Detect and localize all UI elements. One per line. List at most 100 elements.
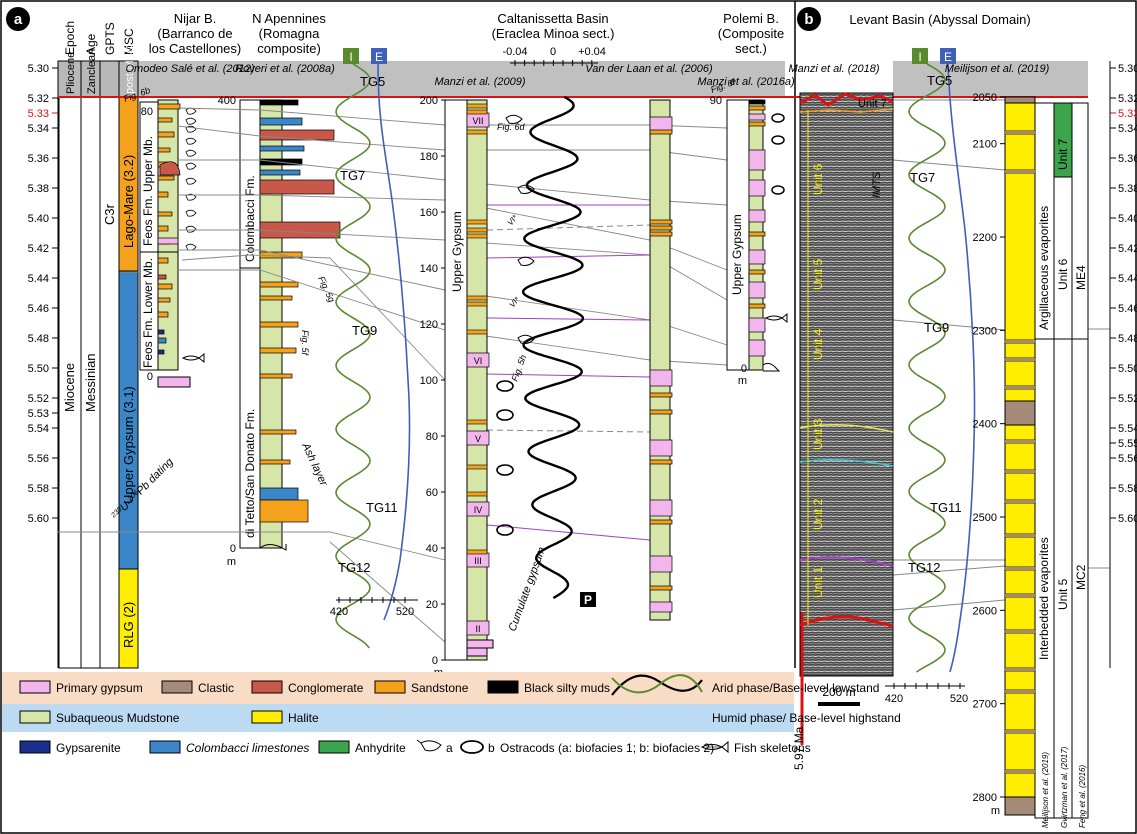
right-time-tick-label: 5.46 (1118, 303, 1137, 315)
svg-text:Black silty muds: Black silty muds (524, 681, 610, 695)
svg-text:0: 0 (550, 46, 556, 58)
right-time-tick-label: 5.30 (1118, 63, 1137, 75)
curve-a-badge-i: I (343, 48, 359, 64)
svg-text:Gypsarenite: Gypsarenite (56, 741, 121, 755)
depth-tick-label: 200 (420, 95, 438, 107)
caltanissetta-ref-manzi: Manzi et al. (2009) (434, 76, 525, 88)
depth-tick-label: 60 (426, 487, 438, 499)
zone-me4: ME4 (1074, 265, 1088, 290)
curve-a-axis: 420 520 (330, 597, 418, 618)
polemi-tick-m: m (738, 375, 747, 387)
curve-b-axis: 420 520 (885, 683, 968, 705)
caltanissetta-unit: Upper Gypsum (450, 211, 464, 292)
nijar-tick-0: 0 (147, 371, 153, 383)
curve-b-insolation (908, 63, 946, 673)
apennines-reference: Roveri et al. (2008a) (235, 63, 335, 75)
legend-anhydrite: Anhydrite (318, 740, 406, 755)
nijar-ostracod-icons (185, 107, 197, 251)
tg-label: TG11 (930, 500, 962, 515)
caltanissetta-depth-axis: 200180160140120100806040200m (420, 95, 445, 679)
legend-ostracods: Ostracods (a: biofacies 1; b: biofacies … (500, 741, 714, 755)
cycle-label: II (475, 624, 480, 634)
time-tick-label: 5.60 (28, 513, 49, 525)
legend-mudstone: Subaqueous Mudstone (19, 710, 180, 725)
legend-conglomerate: Conglomerate (251, 680, 364, 695)
imts-label: IMTS (871, 171, 883, 198)
left-time-axis: 5.305.325.335.345.365.385.405.425.445.46… (28, 61, 59, 668)
right-time-tick-label: 5.34 (1118, 123, 1137, 135)
apennines-di-tetto: di Tetto/San Donato Fm. (243, 409, 257, 538)
zone-unit-7: Unit 7 (1056, 138, 1070, 170)
depth-tick-label: 120 (420, 319, 438, 331)
apennines-tick-m: m (227, 556, 236, 568)
svg-text:(Eraclea Minoa sect.): (Eraclea Minoa sect.) (492, 26, 615, 41)
seismic-unit-label: Unit 3 (811, 418, 825, 450)
cycle-label: VII (472, 116, 483, 126)
nijar-tick-80: 80 (141, 106, 153, 118)
depth-tick-label: 2050 (973, 92, 997, 104)
seismic-reference: Manzi et al. (2018) (788, 63, 879, 75)
svg-text:b: b (488, 741, 495, 755)
legend-primary-gypsum: Primary gypsum (19, 680, 143, 695)
time-tick-label: 5.38 (28, 183, 49, 195)
bottom-references: Meilijson et al. (2019) Gvirtzman et al.… (1041, 746, 1087, 828)
polemi-reference: Manzi et al. (2016a) (697, 76, 795, 88)
svg-text:Subaqueous Mudstone: Subaqueous Mudstone (56, 711, 180, 725)
zone-interbedded: Interbedded evaporites (1037, 537, 1051, 660)
apennines-tick-0: 0 (230, 543, 236, 555)
tg-label: TG9 (924, 320, 949, 335)
seismic-unit-label: Unit 2 (811, 498, 825, 530)
depth-tick-label: 20 (426, 599, 438, 611)
header-gpts: GPTS (103, 22, 117, 55)
right-time-tick-label: 5.58 (1118, 483, 1137, 495)
depth-tick-label: 2600 (973, 605, 997, 617)
time-tick-label: 5.54 (28, 423, 49, 435)
vanderlaan-column (649, 99, 671, 621)
svg-text:(Romagna: (Romagna (259, 26, 320, 41)
tg-label: TG5 (927, 73, 952, 88)
legend-humid: Humid phase/ Base-level highstand (712, 711, 901, 725)
svg-text:a: a (14, 11, 23, 28)
header-band-b (893, 61, 1088, 97)
tg-label: TG7 (340, 168, 365, 183)
depth-tick-label: 160 (420, 207, 438, 219)
msc-rlg: RLG (2) (121, 602, 136, 648)
svg-text:b: b (804, 11, 813, 28)
svg-text:N Apennines: N Apennines (252, 11, 326, 26)
svg-text:(Barranco de: (Barranco de (157, 26, 232, 41)
apennines-tick-400: 400 (218, 95, 236, 107)
svg-text:Halite: Halite (288, 711, 319, 725)
right-time-tick-label: 5.55 (1118, 438, 1137, 450)
msc-lago: Lago-Mare (3.2) (121, 155, 136, 248)
curve-b-badge-i: I (912, 48, 928, 64)
legend: Primary gypsum Clastic Conglomerate Sand… (19, 674, 901, 755)
cycle-label: V (475, 434, 481, 444)
nijar-lower-mb: Feos Fm. Lower Mb. (141, 258, 155, 368)
caltanissetta-p-badge: P (580, 592, 596, 607)
zone-mc2: MC2 (1074, 564, 1088, 590)
cycle-label: VI (474, 356, 483, 366)
seismic-unit-label: Unit 7 (858, 98, 887, 110)
nijar-fish-icon (181, 352, 205, 364)
header-band-a (58, 61, 785, 97)
curve-b-eccentricity (947, 63, 976, 673)
header-msc: MSC (122, 28, 136, 55)
borehole-beds (1005, 130, 1035, 774)
scale-bar: 200 m (818, 685, 860, 706)
caltanissetta-ostracod-icons (496, 114, 535, 536)
age-messinian: Messinian (83, 353, 98, 412)
time-tick-label: 5.42 (28, 243, 49, 255)
curve-b-badge-e: E (940, 48, 956, 64)
nijar-title: Nijar B. (Barranco de los Castellones) (149, 11, 242, 56)
legend-band-2 (2, 704, 794, 732)
tg-label: TG11 (366, 500, 398, 515)
right-time-tick-label: 5.52 (1118, 393, 1137, 405)
svg-text:520: 520 (396, 606, 414, 618)
caltanissetta-ref-vdl: Van der Laan et al. (2006) (585, 63, 713, 75)
svg-text:los Castellones): los Castellones) (149, 41, 242, 56)
tg-label: TG5 (360, 74, 385, 89)
svg-text:520: 520 (950, 693, 968, 705)
